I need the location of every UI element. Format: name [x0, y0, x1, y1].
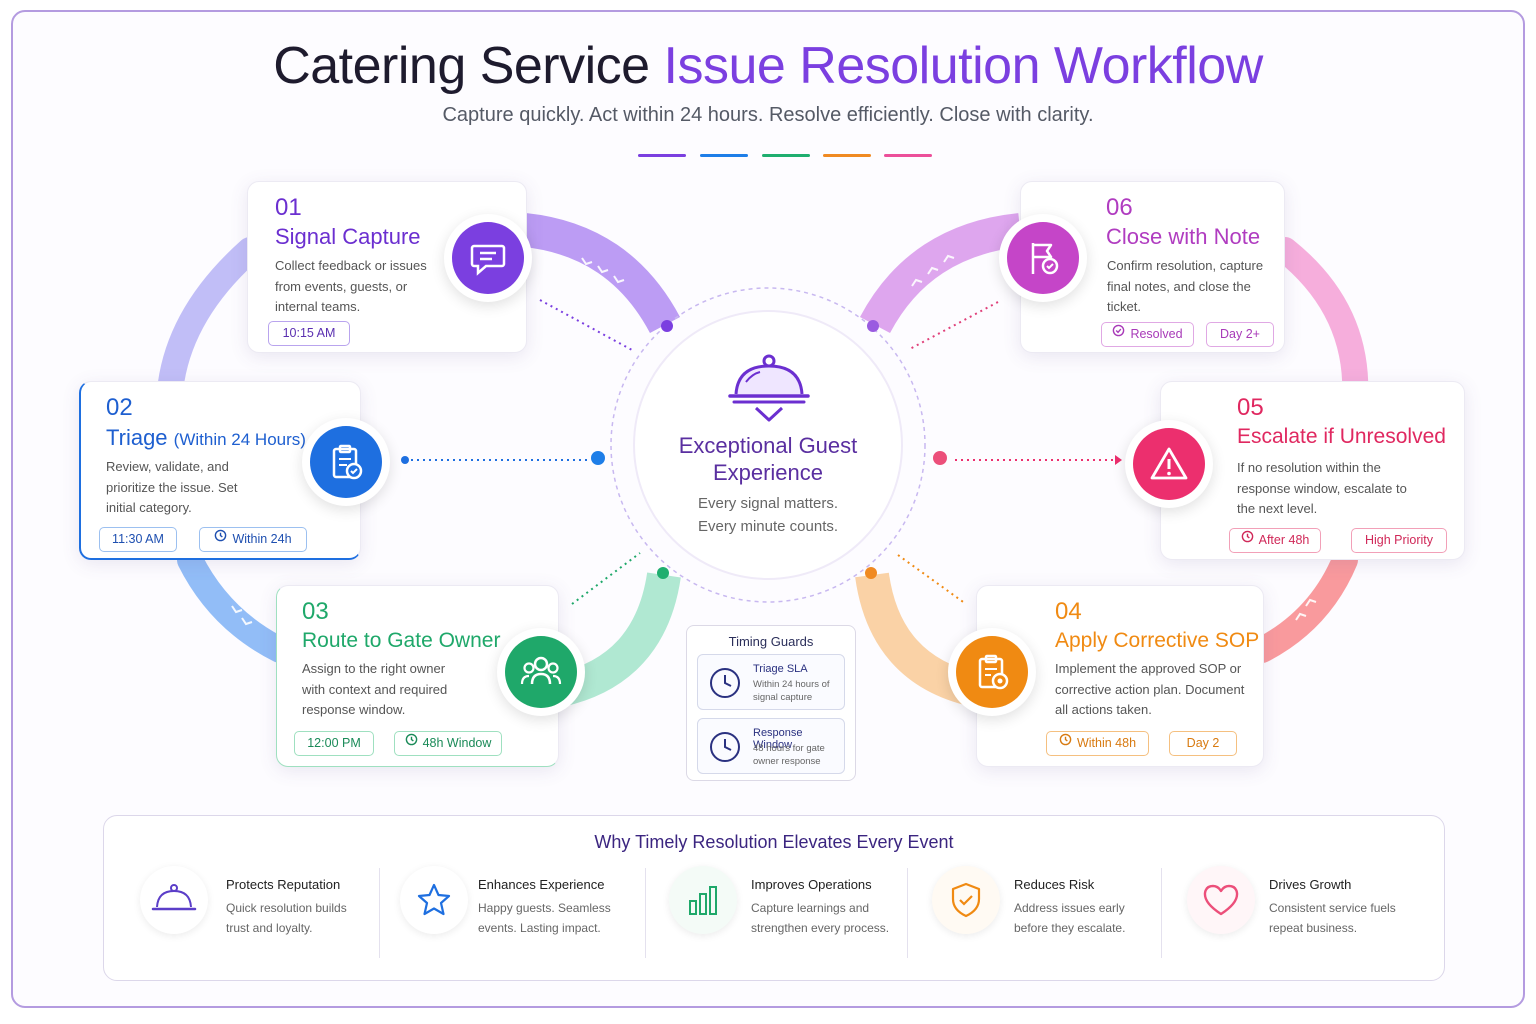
clock-icon: [710, 732, 740, 762]
clipboard-check-icon: [310, 426, 382, 498]
time-chip: 11:30 AM: [99, 527, 177, 552]
sla-chip: Within 24h: [199, 527, 307, 552]
sla-chip: After 48h: [1229, 528, 1321, 553]
clock-icon: [1059, 731, 1072, 754]
step-badge: [948, 628, 1036, 716]
benefits-heading: Why Timely Resolution Elevates Every Eve…: [594, 832, 954, 852]
timing-heading: Timing Guards: [728, 634, 814, 649]
team-icon: [505, 636, 577, 708]
benefit-desc: Consistent service fuels repeat business…: [1269, 901, 1396, 935]
cloche-icon: [140, 866, 208, 934]
step-number: 05: [1237, 394, 1264, 421]
time-chip: 12:00 PM: [294, 731, 374, 756]
day-chip: Day 2+: [1206, 322, 1274, 347]
center-title: Exceptional Guest Experience: [678, 433, 858, 485]
clock-icon: [214, 527, 227, 550]
step-title: Signal Capture: [275, 224, 421, 249]
step-description: Assign to the right owner with context a…: [302, 661, 448, 717]
step-description: Confirm resolution, capture final notes,…: [1107, 258, 1264, 314]
step-title: Close with Note: [1106, 224, 1261, 249]
accent-dash: [700, 154, 748, 157]
clipboard-gear-icon: [956, 636, 1028, 708]
divider: [1161, 868, 1162, 958]
bar-chart-icon: [669, 866, 737, 934]
benefit-desc: Quick resolution builds trust and loyalt…: [226, 901, 347, 935]
page-subtitle: Capture quickly. Act within 24 hours. Re…: [442, 104, 1094, 126]
step-badge: [302, 418, 390, 506]
step-number: 03: [302, 598, 329, 625]
accent-dash: [884, 154, 932, 157]
benefit-title: Improves Operations: [751, 877, 872, 892]
step-number: 06: [1106, 194, 1133, 221]
benefit-title: Reduces Risk: [1014, 877, 1095, 892]
accent-dash: [638, 154, 686, 157]
step-title: Triage (Within 24 Hours): [106, 425, 306, 450]
clock-icon: [1241, 528, 1254, 551]
step-title: Escalate if Unresolved: [1237, 425, 1446, 448]
accent-dash: [762, 154, 810, 157]
status-chip: Resolved: [1101, 322, 1194, 347]
step-card-close-with-note[interactable]: 06 Close with Note Confirm resolution, c…: [1020, 181, 1285, 353]
step-description: If no resolution within the response win…: [1237, 460, 1407, 516]
step-badge: [497, 628, 585, 716]
benefit-desc: Address issues early before they escalat…: [1014, 901, 1126, 935]
shield-check-icon: [932, 866, 1000, 934]
flag-check-icon: [1007, 222, 1079, 294]
divider: [907, 868, 908, 958]
benefit-title: Enhances Experience: [478, 877, 605, 892]
warning-triangle-icon: [1133, 428, 1205, 500]
sla-chip: 48h Window: [394, 731, 502, 756]
clock-icon: [710, 668, 740, 698]
step-description: Implement the approved SOP or corrective…: [1055, 661, 1245, 717]
step-badge: [999, 214, 1087, 302]
timing-guards-panel: Timing Guards Triage SLA Within 24 hours…: [686, 625, 856, 781]
divider: [379, 868, 380, 958]
time-chip: 10:15 AM: [268, 321, 350, 346]
page-title: Catering Service Issue Resolution Workfl…: [273, 37, 1263, 95]
center-subtitle: Every signal matters.Every minute counts…: [697, 495, 839, 535]
timing-item-desc: 48 hours for gate owner response: [753, 743, 825, 767]
benefit-desc: Capture learnings and strengthen every p…: [751, 901, 890, 935]
step-title: Route to Gate Owner: [302, 629, 501, 652]
step-number: 04: [1055, 598, 1082, 625]
timing-item: Response Window 48 hours for gate owner …: [697, 718, 845, 774]
star-icon: [400, 866, 468, 934]
step-number: 01: [275, 194, 302, 221]
accent-dash: [823, 154, 871, 157]
serving-cloche-icon: [728, 354, 810, 422]
benefit-desc: Happy guests. Seamless events. Lasting i…: [478, 901, 611, 935]
divider: [645, 868, 646, 958]
timing-item-desc: Within 24 hours of signal capture: [753, 679, 830, 703]
step-description: Collect feedback or issues from events, …: [275, 258, 427, 314]
sla-chip: Within 48h: [1046, 731, 1149, 756]
step-badge: [1125, 420, 1213, 508]
day-chip: Day 2: [1169, 731, 1237, 756]
chat-bubble-icon: [452, 222, 524, 294]
benefit-title: Drives Growth: [1269, 877, 1352, 892]
priority-chip: High Priority: [1351, 528, 1447, 553]
step-number: 02: [106, 394, 133, 421]
step-description: Review, validate, and prioritize the iss…: [106, 459, 238, 515]
clock-icon: [405, 731, 418, 754]
step-badge: [444, 214, 532, 302]
benefits-panel: Why Timely Resolution Elevates Every Eve…: [103, 815, 1445, 981]
timing-item: Triage SLA Within 24 hours of signal cap…: [697, 654, 845, 710]
step-title: Apply Corrective SOP: [1055, 629, 1260, 652]
timing-item-title: Response Window: [753, 727, 803, 751]
timing-item-title: Triage SLA: [753, 663, 808, 675]
benefit-title: Protects Reputation: [226, 877, 341, 892]
heart-icon: [1187, 866, 1255, 934]
check-circle-icon: [1112, 322, 1125, 345]
